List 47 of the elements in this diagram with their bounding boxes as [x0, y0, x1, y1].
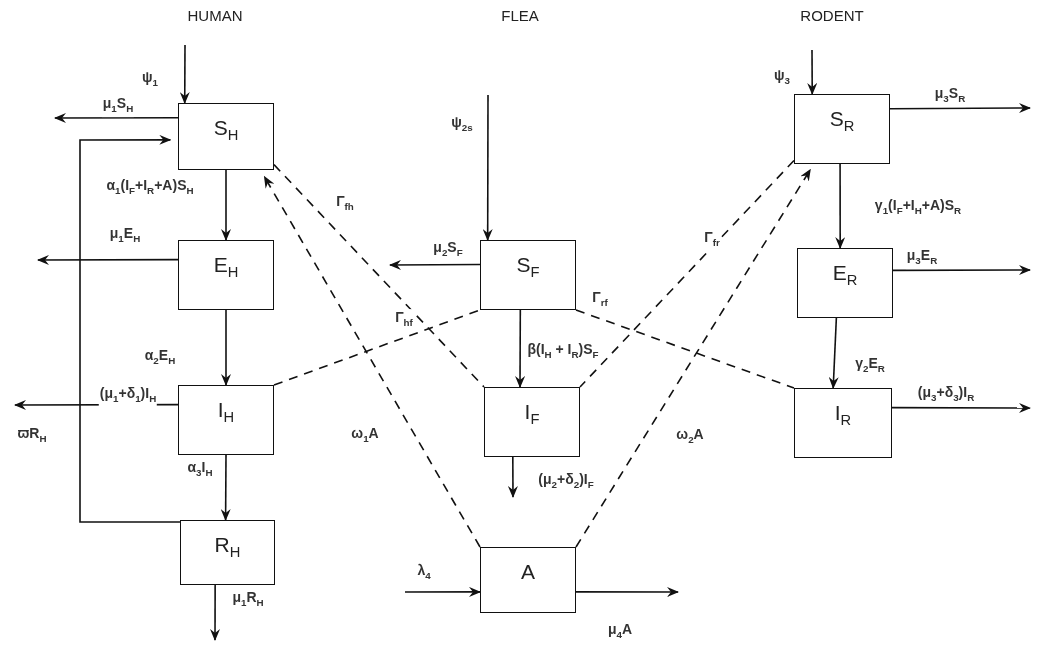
compartment-box	[178, 240, 274, 310]
compartment-label: S$_{R}$	[828, 107, 856, 135]
arrow	[828, 317, 839, 389]
compartment-box	[480, 240, 576, 310]
arrow	[37, 254, 179, 265]
dashed-arrow	[263, 175, 481, 548]
arrow	[515, 309, 526, 388]
edge-label: Γ$_{fr}$	[703, 229, 721, 251]
column-heading: RODENT	[800, 6, 864, 24]
compartment-label: I$_{F}$	[523, 400, 541, 428]
arrow	[179, 44, 190, 104]
compartment-box	[794, 388, 892, 458]
compartment-label: S$_{H}$	[212, 116, 240, 144]
arrow	[482, 94, 493, 241]
arrow	[507, 456, 518, 498]
compartment-box	[484, 387, 580, 457]
compartment-box	[178, 385, 274, 455]
compartment-label: S$_{F}$	[515, 253, 541, 281]
compartment-box	[180, 520, 275, 585]
compartment-box	[178, 103, 274, 170]
compartment-label: I$_{H}$	[216, 398, 236, 426]
arrow	[575, 587, 679, 597]
arrow	[889, 103, 1031, 114]
compartment-box	[794, 94, 890, 164]
arrow	[389, 259, 481, 270]
compartment-label: R$_{H}$	[213, 533, 242, 561]
arrow	[404, 586, 481, 597]
arrow	[220, 454, 231, 521]
arrow	[79, 134, 181, 523]
arrow	[221, 169, 231, 241]
arrow	[221, 309, 231, 386]
compartment-box	[480, 547, 576, 613]
arrow	[892, 265, 1031, 276]
column-heading: HUMAN	[187, 6, 243, 24]
arrow	[54, 113, 179, 123]
arrow	[210, 584, 221, 641]
compartment-label: E$_{R}$	[831, 261, 859, 289]
compartment-label: I$_{R}$	[833, 401, 853, 429]
column-heading: FLEA	[501, 6, 539, 24]
arrow	[807, 49, 818, 95]
compartment-label: E$_{H}$	[212, 253, 240, 281]
arrow	[835, 163, 846, 249]
arrow	[891, 402, 1031, 413]
edge-label: (μ$_{1}$+δ$_{1}$)I$_{H}$	[98, 385, 158, 407]
compartment-label: A	[520, 560, 536, 584]
compartment-box	[797, 248, 893, 318]
dashed-arrow	[575, 168, 812, 548]
